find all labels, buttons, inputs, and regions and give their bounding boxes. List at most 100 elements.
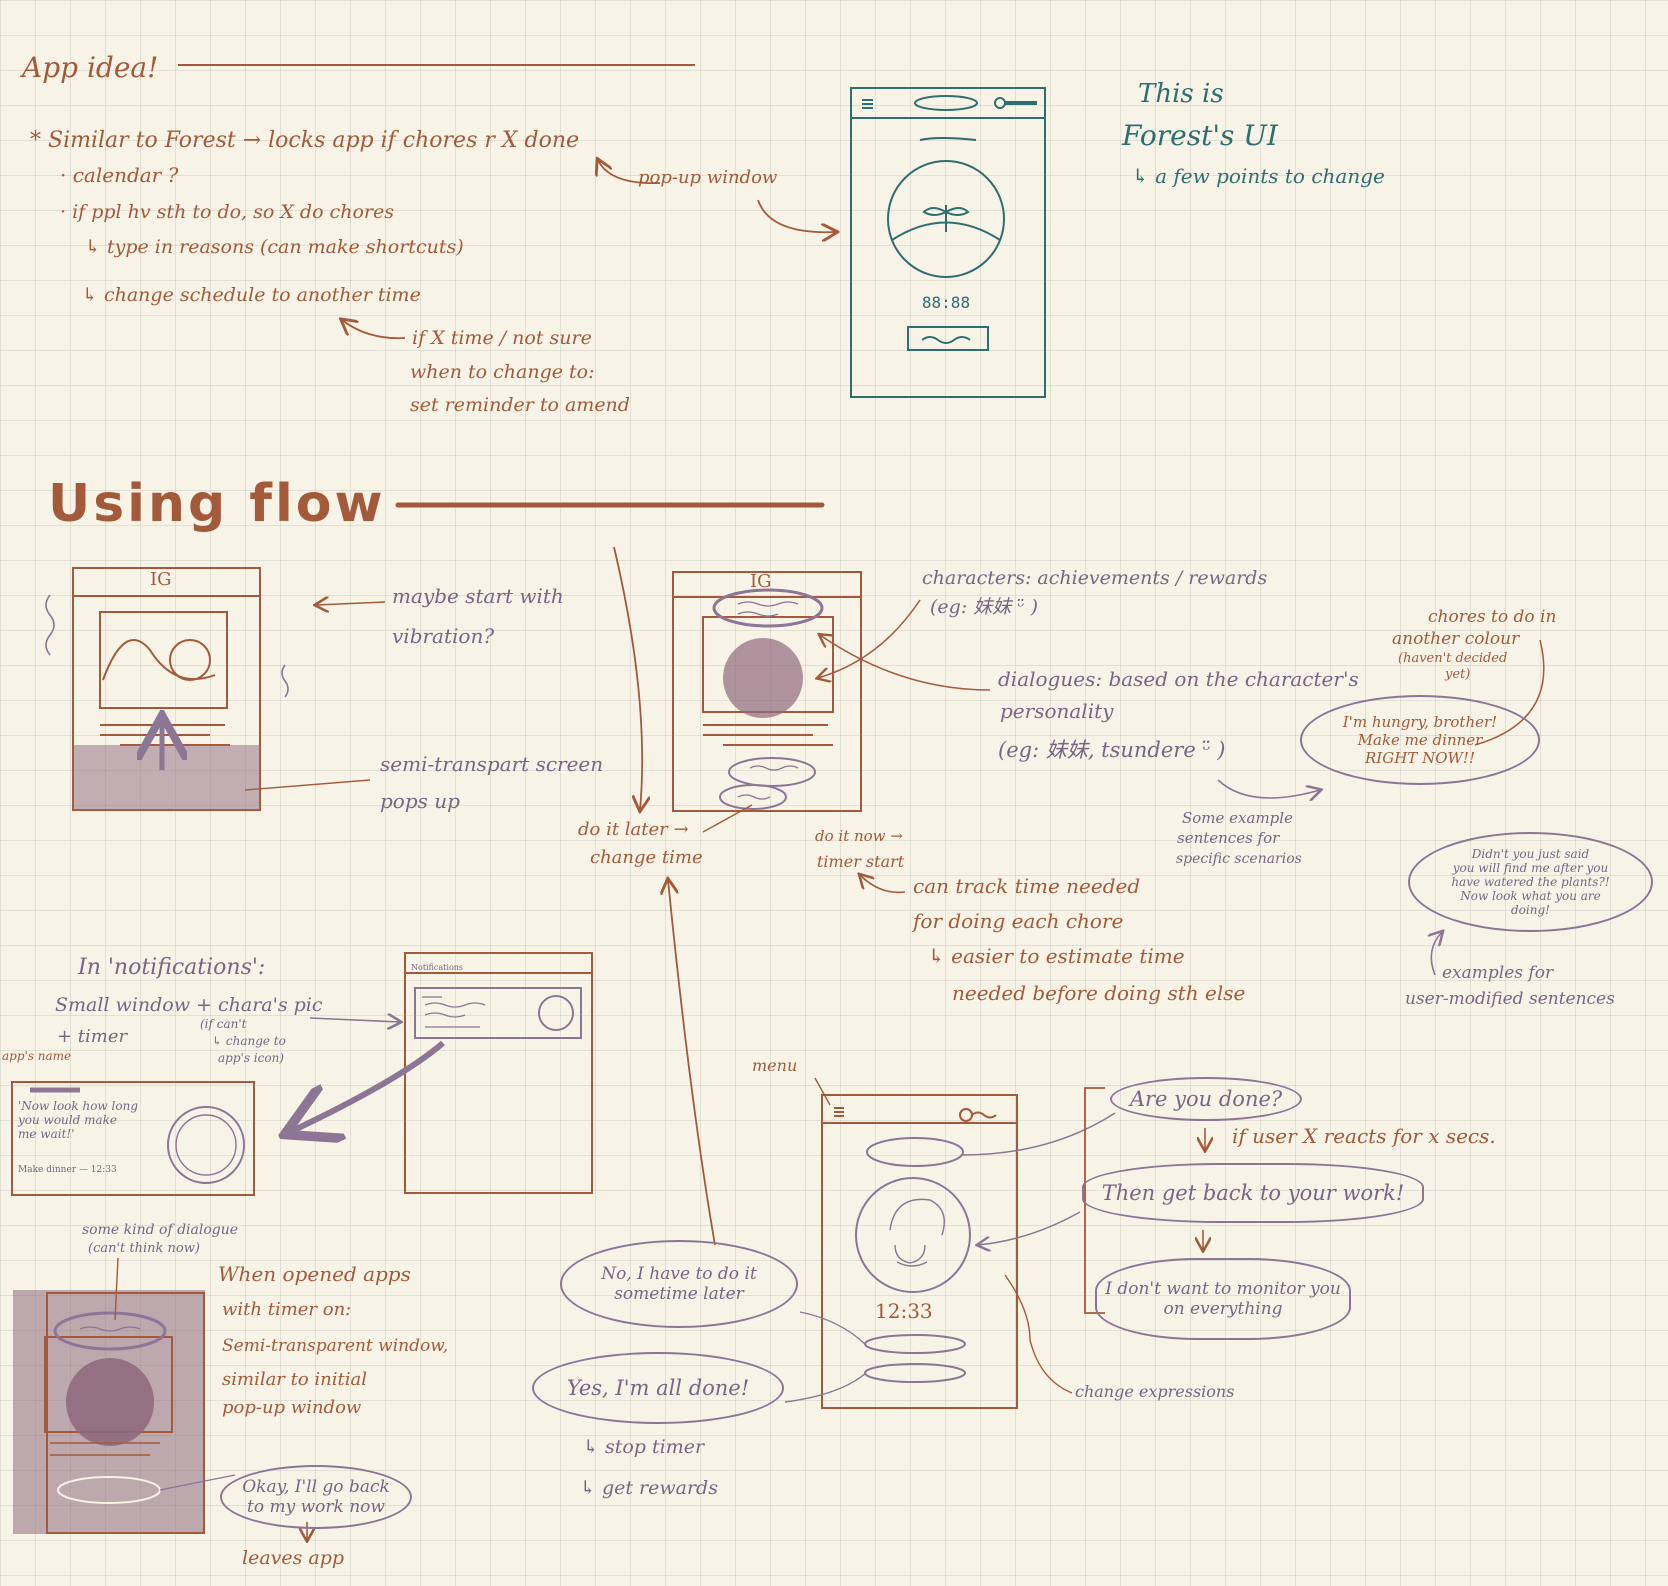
character-bubble-lines — [737, 601, 799, 617]
chores-note-4: yet) — [1445, 667, 1471, 682]
notification-expand-arrow — [290, 1040, 445, 1132]
dialogues-note-3: (eg: 妹妹, tsundere ᵕ̈ ) — [998, 738, 1226, 762]
forest-timer-display: 88:88 — [922, 293, 970, 312]
user-modified-note-2: user-modified sentences — [1405, 989, 1615, 1009]
watered-speech-bubble: Didn't you just said you will find me af… — [1408, 832, 1653, 932]
notifications-heading: In 'notifications': — [78, 955, 266, 980]
get-rewards-note: ↳ get rewards — [580, 1477, 718, 1499]
timer-character-sketch — [889, 1198, 945, 1267]
vibration-mark-left — [45, 594, 55, 656]
okay-speech-bubble: Okay, I'll go back to my work now — [220, 1465, 412, 1529]
user-modified-note-1: examples for — [1442, 963, 1554, 983]
timer-start-label: timer start — [817, 852, 905, 871]
app-idea-heading: App idea! — [22, 51, 159, 84]
get-back-leader — [978, 1211, 1081, 1245]
are-you-done-leader — [961, 1112, 1116, 1156]
characters-note-2: (eg: 妹妹 ᵕ̈ ) — [930, 596, 1039, 618]
opened-desc-1: When opened apps — [218, 1262, 411, 1286]
example-note-2: sentences for — [1177, 829, 1280, 847]
notifications-arrow — [309, 1018, 400, 1022]
dialogues-note-1: dialogues: based on the character's — [998, 667, 1359, 691]
notifications-window-label: Notifications — [411, 963, 464, 972]
notifications-desc-2: + timer — [57, 1026, 128, 1047]
opened-desc-4: similar to initial — [222, 1369, 368, 1390]
vibration-note-2: vibration? — [392, 624, 495, 648]
track-note-2: for doing each chore — [913, 909, 1124, 933]
example-arrow — [1217, 779, 1320, 798]
opened-dialogue-leader — [114, 1257, 119, 1321]
notification-meta: Make dinner — 12:33 — [18, 1165, 117, 1175]
track-arrow — [860, 875, 906, 894]
are-you-done-bubble: Are you done? — [1110, 1077, 1302, 1121]
change-time-label: change time — [590, 847, 703, 868]
forest-note-2: Forest's UI — [1122, 119, 1278, 152]
timer-phone — [821, 1094, 1018, 1409]
app-idea-line-4: ↳ type in reasons (can make shortcuts) — [85, 236, 464, 258]
using-flow-heading: Using flow — [48, 474, 386, 534]
notification-enlarged-card — [11, 1081, 255, 1196]
dont-want-bubble: I don't want to monitor you on everythin… — [1095, 1258, 1351, 1340]
no-later-leader — [799, 1311, 867, 1346]
dialogues-note-2: personality — [1000, 699, 1114, 723]
app-idea-line-3: · if ppl hv sth to do, so X do chores — [60, 201, 394, 223]
opened-desc-2: with timer on: — [222, 1299, 352, 1320]
semi-transparent-overlay-1 — [73, 745, 260, 810]
answer-bubble-scribbles — [737, 765, 799, 800]
chores-note-1: chores to do in — [1428, 607, 1557, 627]
timer-character-circle — [855, 1177, 971, 1293]
answer-bubble-bottom — [719, 784, 787, 810]
semi-transparent-leader — [244, 779, 371, 791]
notifications-desc-5: app's icon) — [218, 1051, 284, 1065]
expressions-leader — [1004, 1274, 1073, 1394]
vibration-arrow — [316, 602, 386, 605]
yes-done-bubble: Yes, I'm all done! — [532, 1352, 784, 1424]
opened-desc-3: Semi-transparent window, — [222, 1336, 449, 1356]
notification-card — [414, 987, 582, 1039]
reminder-arrow — [342, 320, 406, 340]
yes-done-leader — [784, 1372, 867, 1403]
popup-window-label: pop-up window — [638, 167, 778, 188]
timer-question-bubble — [866, 1137, 964, 1167]
timer-option-1 — [864, 1334, 966, 1354]
notifications-desc-4: ↳ change to — [212, 1034, 286, 1048]
forest-note-3: ↳ a few points to change — [1132, 164, 1385, 188]
popup-arrow — [598, 160, 661, 185]
opened-dialogue-note-1: some kind of dialogue — [82, 1222, 239, 1238]
if-user-reacts-note: if user X reacts for x secs. — [1232, 1124, 1496, 1148]
app-idea-line-7: when to change to: — [410, 361, 595, 383]
forest-note-1: This is — [1138, 79, 1224, 109]
popup-to-forest-arrow — [757, 199, 836, 232]
characters-note-1: characters: achievements / rewards — [922, 567, 1268, 589]
flow-down-arrow — [613, 546, 642, 810]
hungry-speech-bubble: I'm hungry, brother! Make me dinner RIGH… — [1300, 695, 1540, 785]
stop-timer-note: ↳ stop timer — [583, 1436, 705, 1458]
notification-message: 'Now look how long you would make me wai… — [18, 1099, 138, 1141]
app-idea-line-8: set reminder to amend — [410, 394, 630, 416]
character-avatar — [723, 638, 803, 718]
example-note-1: Some example — [1182, 809, 1293, 827]
notifications-desc-1: Small window + chara's pic — [55, 994, 323, 1016]
okay-leader — [159, 1474, 236, 1491]
character-dialogue-bubble — [712, 588, 824, 628]
vibration-mark-right — [281, 664, 289, 698]
notification-avatar — [538, 995, 574, 1031]
ig-label-1: IG — [150, 569, 172, 590]
timer-option-2 — [864, 1363, 966, 1383]
answer-bubble-top — [728, 757, 816, 787]
app-idea-line-2: · calendar ? — [60, 163, 179, 187]
app-idea-line-1: * Similar to Forest → locks app if chore… — [30, 128, 580, 153]
opened-desc-5: pop-up window — [222, 1397, 362, 1418]
menu-label: menu — [752, 1056, 798, 1075]
chores-note-3: (haven't decided — [1398, 651, 1508, 666]
app-idea-line-6: if X time / not sure — [412, 327, 592, 349]
get-back-bubble: Then get back to your work! — [1082, 1163, 1424, 1223]
track-note-3: ↳ easier to estimate time — [928, 944, 1185, 968]
semi-transparent-note-1: semi-transpart screen — [380, 752, 604, 776]
flow-up-arrow — [668, 880, 716, 1246]
change-expressions-note: change expressions — [1075, 1382, 1235, 1401]
menu-leader — [814, 1077, 831, 1106]
vibration-note-1: maybe start with — [392, 584, 564, 608]
track-note-1: can track time needed — [913, 874, 1141, 898]
ig-label-2: IG — [750, 571, 772, 592]
